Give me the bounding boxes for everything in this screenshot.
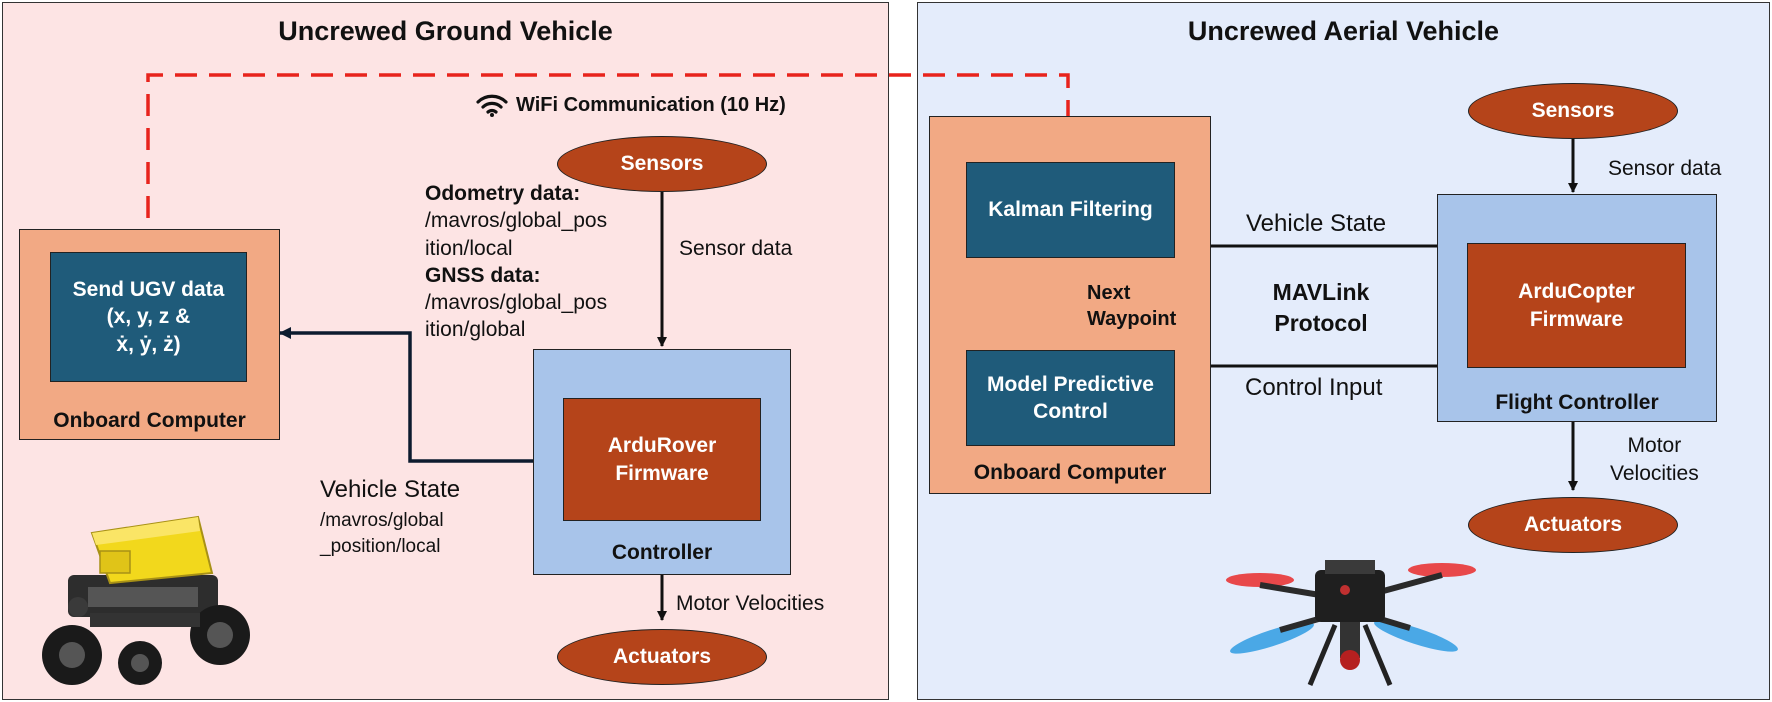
- ugv-sensor-data-label: Sensor data: [679, 237, 793, 260]
- ugv-onboard-computer-label: Onboard Computer: [53, 409, 246, 432]
- arducopter-line-1: ArduCopter: [1518, 280, 1635, 304]
- gnss-topic-2: ition/global: [425, 318, 526, 342]
- ugv-vehicle-state-topic-2: _position/local: [320, 535, 441, 557]
- ardurover-line-2: Firmware: [615, 461, 709, 485]
- send-ugv-data-block: Send UGV data (x, y, z & ẋ, ẏ, ż): [50, 252, 247, 382]
- uav-motor-line-2: Velocities: [1610, 462, 1699, 486]
- odometry-topic-1: /mavros/global_pos: [425, 209, 608, 233]
- mavlink-protocol-label: MAVLink Protocol: [1246, 277, 1396, 339]
- flight-controller-label: Flight Controller: [1495, 391, 1659, 414]
- ugv-sensors: Sensors: [557, 136, 767, 192]
- odometry-topic-2: ition/local: [425, 236, 513, 260]
- ugv-vehicle-state-topic-1: /mavros/global: [320, 510, 444, 531]
- next-waypoint-line-1: Next: [1087, 282, 1131, 304]
- ardurover-firmware-block: ArduRover Firmware: [563, 398, 761, 521]
- uav-title: Uncrewed Aerial Vehicle: [1187, 16, 1500, 46]
- mavlink-line-1: MAVLink: [1272, 279, 1370, 305]
- uav-actuators: Actuators: [1468, 497, 1678, 553]
- ugv-vehicle-state: Vehicle State /mavros/global _position/l…: [320, 476, 460, 559]
- ugv-actuators: Actuators: [557, 629, 767, 685]
- next-waypoint-line-2: Waypoint: [1087, 308, 1177, 330]
- ugv-state-arrow: [279, 327, 533, 463]
- gnss-heading: GNSS data:: [425, 263, 541, 287]
- odometry-heading: Odometry data:: [425, 182, 581, 205]
- ugv-title: Uncrewed Ground Vehicle: [278, 16, 613, 46]
- ardurover-line-1: ArduRover: [607, 434, 717, 458]
- control-input-label: Control Input: [1245, 374, 1383, 401]
- arducopter-line-2: Firmware: [1529, 307, 1624, 331]
- uav-sensors: Sensors: [1468, 83, 1678, 139]
- rover-image: [42, 515, 250, 685]
- uav-sensor-data-label: Sensor data: [1608, 157, 1722, 180]
- mpc-line-2: Control: [1033, 400, 1108, 423]
- ugv-motor-velocities: Motor Velocities: [676, 592, 825, 615]
- kalman-filtering-block: Kalman Filtering: [966, 162, 1175, 258]
- mavlink-line-2: Protocol: [1274, 310, 1368, 337]
- drone-image: [1226, 560, 1476, 686]
- mpc-line-1: Model Predictive: [987, 372, 1154, 396]
- send-ugv-data-line-1: Send UGV data: [72, 278, 225, 302]
- wifi-icon: [476, 93, 508, 117]
- next-waypoint-label: Next Waypoint: [1087, 280, 1176, 332]
- ugv-controller-label: Controller: [611, 541, 713, 564]
- gnss-topic-1: /mavros/global_pos: [425, 291, 608, 315]
- ugv-vehicle-state-label: Vehicle State: [320, 476, 461, 503]
- uav-onboard-computer-label: Onboard Computer: [973, 461, 1167, 484]
- mpc-block: Model Predictive Control: [966, 350, 1175, 446]
- uav-motor-line-1: Motor: [1627, 434, 1682, 457]
- ugv-topics: Odometry data: /mavros/global_pos ition/…: [425, 180, 607, 344]
- arducopter-firmware-block: ArduCopter Firmware: [1467, 243, 1686, 368]
- uav-vehicle-state-label: Vehicle State: [1246, 210, 1387, 237]
- uav-motor-velocities-label: Motor Velocities: [1610, 432, 1699, 489]
- wifi-caption: WiFi Communication (10 Hz): [476, 90, 786, 120]
- wifi-label: WiFi Communication (10 Hz): [516, 93, 786, 116]
- send-ugv-data-line-2: (x, y, z &: [106, 305, 191, 329]
- send-ugv-data-line-3: ẋ, ẏ, ż): [116, 332, 181, 356]
